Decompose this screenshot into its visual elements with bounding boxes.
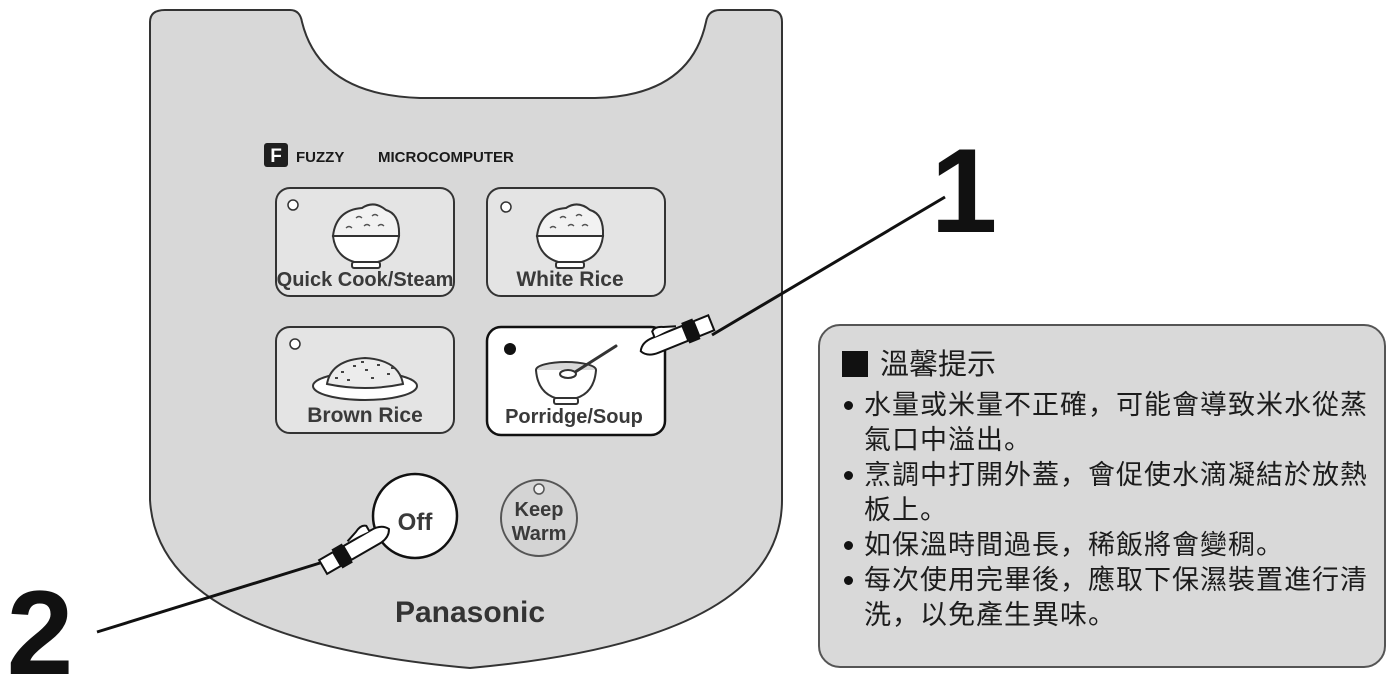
indicator-light-icon: [289, 338, 301, 350]
tips-item: 水量或米量不正確，可能會導致米水從蒸氣口中溢出。: [842, 388, 1368, 458]
keep-warm-button[interactable]: Keep Warm: [500, 479, 578, 557]
fuzzy-logo-letter: F: [270, 146, 282, 167]
tips-box: 溫馨提示 水量或米量不正確，可能會導致米水從蒸氣口中溢出。 烹調中打開外蓋，會促…: [818, 324, 1386, 668]
keep-warm-label-line1: Keep: [515, 499, 564, 521]
tips-header: 溫馨提示: [842, 344, 1368, 384]
porridge-bowl-icon: [535, 344, 618, 405]
brown-rice-button[interactable]: Brown Rice: [275, 326, 455, 434]
header-fuzzy: FUZZY: [296, 149, 344, 166]
indicator-light-icon: [287, 199, 299, 211]
brown-rice-plate-icon: [312, 356, 418, 401]
rice-bowl-icon: [535, 203, 605, 269]
tips-title: 溫馨提示: [880, 347, 997, 381]
control-panel-body: [149, 9, 783, 670]
white-rice-button[interactable]: White Rice: [486, 187, 666, 297]
tips-item: 烹調中打開外蓋，會促使水滴凝結於放熱板上。: [842, 458, 1368, 528]
indicator-light-icon: [533, 483, 545, 495]
off-button[interactable]: Off: [371, 472, 459, 560]
porridge-soup-button[interactable]: Porridge/Soup: [485, 325, 667, 437]
quick-cook-steam-label: Quick Cook/Steam: [277, 269, 454, 291]
rice-bowl-icon: [331, 203, 401, 269]
keep-warm-label-line2: Warm: [512, 523, 567, 545]
indicator-light-icon: [500, 201, 512, 213]
off-label: Off: [398, 509, 434, 536]
porridge-soup-label: Porridge/Soup: [505, 406, 643, 428]
indicator-light-on-icon: [504, 343, 516, 355]
pointing-hand-icon: [317, 524, 390, 576]
callout-2-leader-line: [96, 561, 321, 634]
white-rice-label: White Rice: [516, 268, 623, 291]
brown-rice-label: Brown Rice: [307, 404, 423, 427]
black-square-icon: [842, 351, 868, 377]
brand-logo: Panasonic: [395, 596, 545, 629]
fuzzy-logo-icon: F: [264, 143, 288, 167]
pointing-hand-icon: [639, 314, 716, 356]
callout-number-1: 1: [931, 124, 998, 258]
callout-number-2: 2: [7, 566, 74, 681]
header-microcomputer: MICROCOMPUTER: [378, 149, 514, 166]
quick-cook-steam-button[interactable]: Quick Cook/Steam: [275, 187, 455, 297]
tips-item: 每次使用完畢後，應取下保濕裝置進行清洗，以免產生異味。: [842, 563, 1368, 633]
callout-1-leader-line: [711, 195, 946, 337]
tips-list: 水量或米量不正確，可能會導致米水從蒸氣口中溢出。 烹調中打開外蓋，會促使水滴凝結…: [842, 388, 1368, 633]
tips-item: 如保溫時間過長，稀飯將會變稠。: [842, 528, 1368, 563]
